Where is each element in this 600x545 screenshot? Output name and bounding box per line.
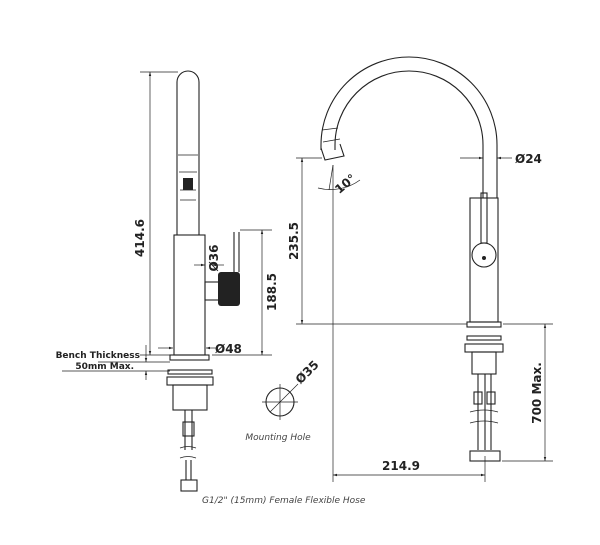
side-view-faucet (166, 70, 240, 492)
dim-hole-diameter: Ø35 (293, 358, 322, 387)
bench-max-label: 50mm Max. (75, 362, 134, 372)
front-view-faucet (320, 56, 504, 462)
dim-188-5: 188.5 (265, 273, 279, 311)
dim-body-diameter: Ø36 (207, 245, 221, 272)
left-dimensions (62, 71, 272, 380)
dim-414-6: 414.6 (133, 219, 147, 257)
dim-angle: 10° (332, 171, 358, 196)
dim-214-9: 214.9 (382, 459, 420, 473)
bench-thickness-label: Bench Thickness (56, 351, 140, 361)
dim-700-max: 700 Max. (530, 362, 544, 424)
dim-235-5: 235.5 (287, 222, 301, 260)
mounting-hole-label: Mounting Hole (245, 433, 311, 443)
dim-tube-diameter: Ø24 (515, 152, 542, 166)
right-dimensions (296, 156, 553, 482)
dim-base-diameter: Ø48 (215, 342, 242, 356)
mounting-hole-symbol (262, 383, 299, 420)
hose-label: G1/2" (15mm) Female Flexible Hose (202, 496, 366, 506)
